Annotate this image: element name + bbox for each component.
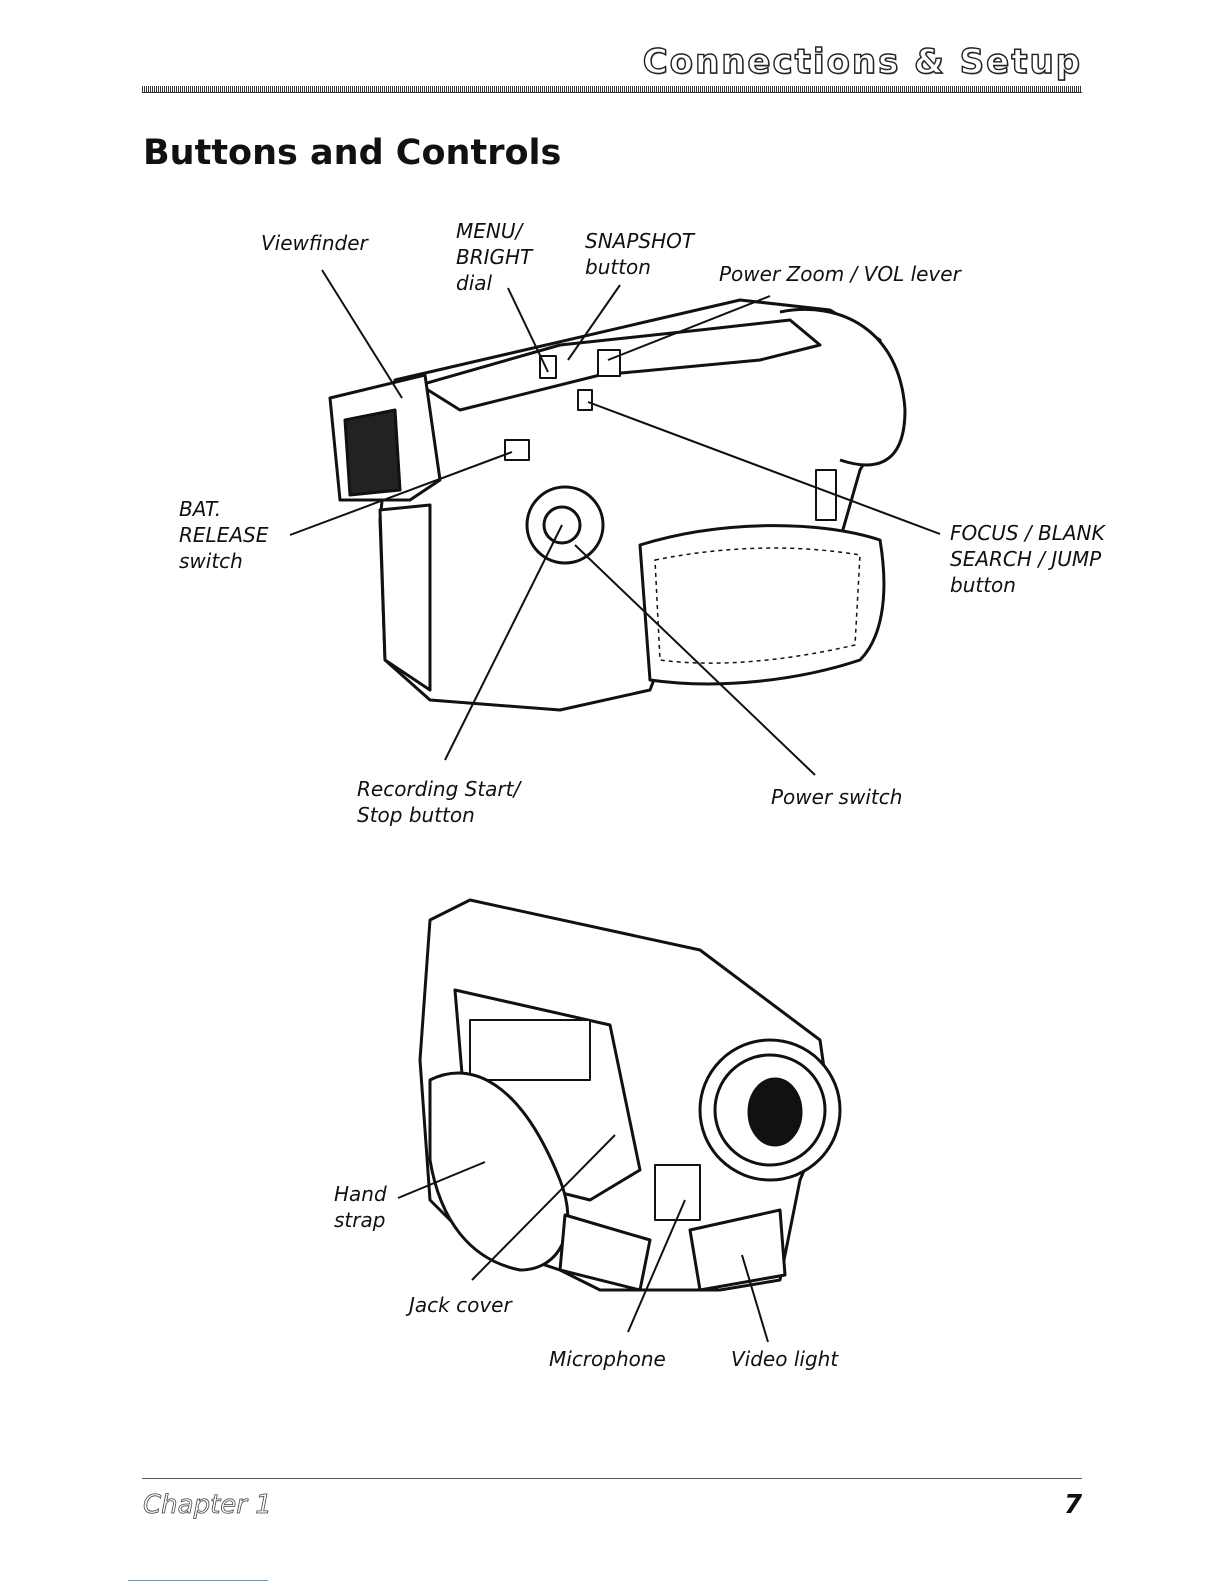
label-snapshot-button: SNAPSHOT button <box>585 228 694 280</box>
label-snapshot-line1: SNAPSHOT <box>585 228 694 254</box>
label-bat-line1: BAT. <box>179 496 268 522</box>
label-menu-line3: dial <box>456 270 532 296</box>
label-hand-strap: Hand strap <box>334 1181 387 1233</box>
label-bat-line2: RELEASE <box>179 522 268 548</box>
label-recording-start-stop: Recording Start/ Stop button <box>357 776 520 828</box>
leader-viewfinder <box>322 270 402 398</box>
label-rec-line1: Recording Start/ <box>357 776 520 802</box>
label-power-zoom-vol: Power Zoom / VOL lever <box>719 261 961 287</box>
bottom-link-underline <box>128 1580 268 1581</box>
label-power-switch: Power switch <box>771 784 902 810</box>
label-microphone: Microphone <box>549 1346 666 1372</box>
label-video-light: Video light <box>731 1346 838 1372</box>
camcorder-rear-illustration <box>330 300 905 710</box>
page-number: 7 <box>1064 1490 1082 1520</box>
label-focus-blank-search: FOCUS / BLANK SEARCH / JUMP button <box>950 520 1105 598</box>
label-viewfinder: Viewfinder <box>261 230 368 256</box>
label-hand-line2: strap <box>334 1207 387 1233</box>
label-menu-line2: BRIGHT <box>456 244 532 270</box>
label-jack-cover: Jack cover <box>409 1292 512 1318</box>
camcorder-front-illustration <box>420 900 840 1290</box>
label-menu-line1: MENU/ <box>456 218 532 244</box>
label-snapshot-line2: button <box>585 254 694 280</box>
chapter-label: Chapter 1 <box>143 1490 272 1520</box>
label-focus-line3: button <box>950 572 1105 598</box>
label-rec-line2: Stop button <box>357 802 520 828</box>
label-bat-release: BAT. RELEASE switch <box>179 496 268 574</box>
label-menu-bright-dial: MENU/ BRIGHT dial <box>456 218 532 296</box>
label-focus-line1: FOCUS / BLANK <box>950 520 1105 546</box>
label-bat-line3: switch <box>179 548 268 574</box>
label-focus-line2: SEARCH / JUMP <box>950 546 1105 572</box>
label-hand-line1: Hand <box>334 1181 387 1207</box>
footer-rule <box>142 1478 1082 1479</box>
